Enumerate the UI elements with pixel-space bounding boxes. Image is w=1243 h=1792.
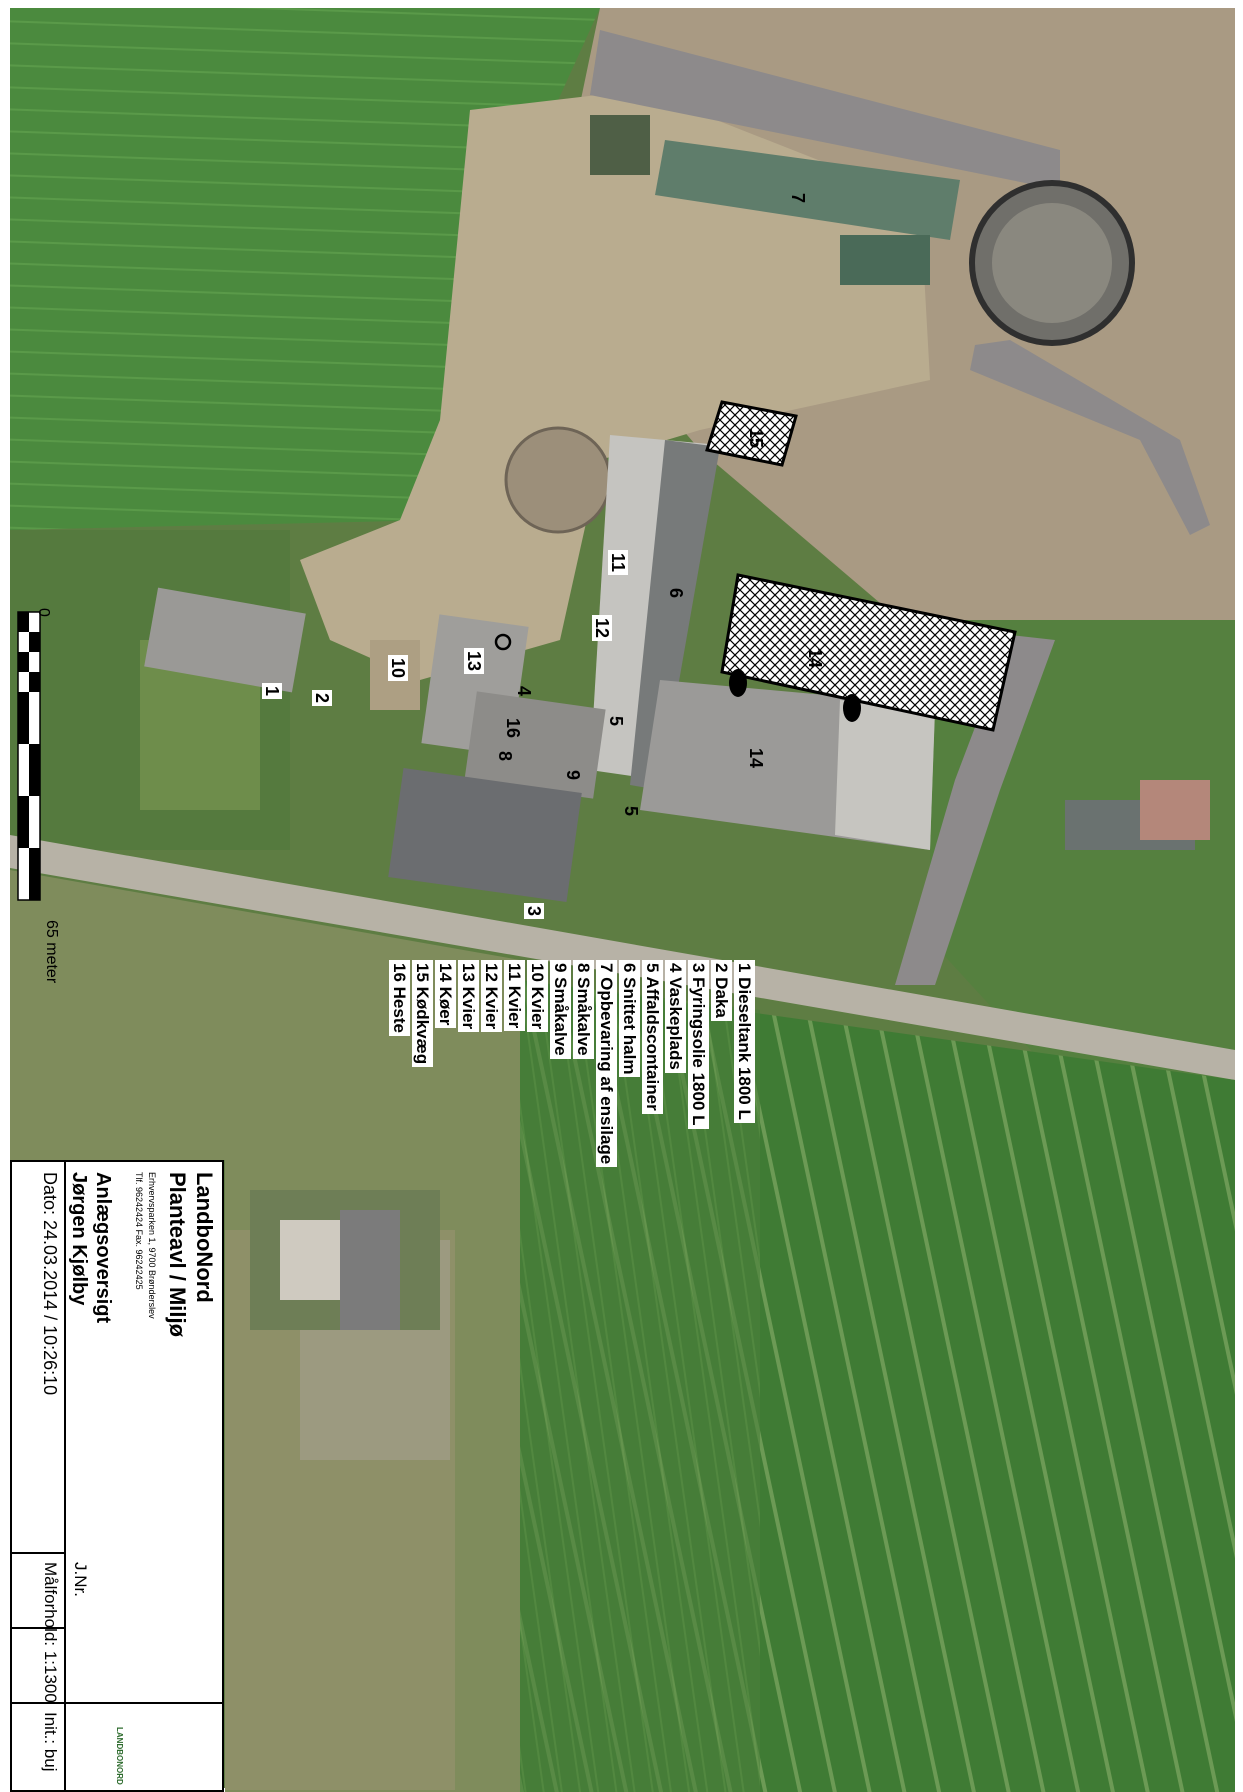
farmyard bbox=[300, 90, 930, 680]
map-label-2: 2 bbox=[312, 690, 332, 707]
legend-item: 4 Vaskeplads bbox=[665, 960, 686, 1073]
map-label-5b: 5 bbox=[621, 806, 641, 817]
slurry-tank-small bbox=[504, 426, 612, 534]
map-label-12: 12 bbox=[592, 615, 612, 642]
org-name: LandboNord bbox=[192, 1172, 217, 1303]
legend-item: 12 Kvier bbox=[481, 960, 502, 1033]
silage-bunker bbox=[655, 140, 960, 240]
scale-ratio: Målforhold: 1:1300 bbox=[41, 1562, 60, 1703]
jnr-label: J.Nr. bbox=[71, 1562, 90, 1597]
map-label-14-barn: 14 bbox=[746, 748, 766, 769]
title-block: LandboNord Planteavl / Miljø Erhvervspar… bbox=[10, 1160, 224, 1792]
map-label-8: 8 bbox=[495, 751, 515, 762]
legend-item: 9 Småkalve bbox=[550, 960, 571, 1059]
legend-item: 1 Dieseltank 1800 L bbox=[734, 960, 755, 1123]
address: Erhvervsparken 1, 9700 Brønderslev bbox=[147, 1172, 157, 1319]
legend-item: 2 Daka bbox=[711, 960, 732, 1021]
legend-item: 5 Affaldscontainer bbox=[642, 960, 663, 1114]
legend-item: 8 Småkalve bbox=[573, 960, 594, 1059]
phone: Tlf. 96242424 Fax. 96242425 bbox=[134, 1172, 144, 1290]
legend-item: 11 Kvier bbox=[504, 960, 525, 1032]
person-name: Jørgen Kjølby bbox=[68, 1172, 90, 1306]
map-label-6: 6 bbox=[666, 588, 686, 599]
gray-area-top bbox=[590, 30, 1060, 190]
legend: 1 Dieseltank 1800 L 2 Daka 3 Fyringsolie… bbox=[387, 960, 755, 1168]
road bbox=[10, 835, 1235, 1080]
map-label-14-hatched: 14 bbox=[805, 648, 825, 669]
initials: Init.: buj bbox=[41, 1712, 60, 1772]
date: Dato: 24.03.2014 / 10:26:10 bbox=[40, 1172, 60, 1396]
legend-item: 16 Heste bbox=[389, 960, 410, 1036]
map-label-10: 10 bbox=[388, 655, 408, 682]
legend-item: 10 Kvier bbox=[527, 960, 548, 1033]
field-northwest bbox=[10, 8, 600, 530]
map-label-13: 13 bbox=[464, 648, 484, 675]
planned-building-15 bbox=[705, 400, 798, 467]
legend-item: 7 Opbevaring af ensilage bbox=[596, 960, 617, 1168]
scale-label-end: 65 meter bbox=[43, 920, 60, 984]
map-title: Anlægsoversigt bbox=[92, 1172, 114, 1324]
legend-item: 3 Fyringsolie 1800 L bbox=[688, 960, 709, 1129]
legend-item: 15 Kødkvæg bbox=[412, 960, 433, 1068]
map-label-1: 1 bbox=[262, 683, 282, 700]
map-label-3: 3 bbox=[524, 903, 544, 920]
scale-label-start: 0 bbox=[35, 608, 52, 617]
department: Planteavl / Miljø bbox=[165, 1172, 190, 1338]
map-label-11: 11 bbox=[608, 550, 628, 576]
map-label-9: 9 bbox=[563, 770, 583, 781]
gray-area-ramp bbox=[970, 340, 1210, 535]
map-label-7: 7 bbox=[788, 193, 808, 204]
logo-text: LANDBONORD bbox=[115, 1727, 124, 1785]
map-label-4: 4 bbox=[514, 686, 534, 697]
scale-bar bbox=[17, 611, 41, 901]
gray-area-side bbox=[895, 635, 1055, 985]
map-label-5a: 5 bbox=[606, 716, 626, 727]
planned-building-14 bbox=[720, 573, 1017, 732]
legend-item: 6 Snittet halm bbox=[619, 960, 640, 1078]
map-label-15: 15 bbox=[746, 428, 766, 449]
legend-item: 13 Kvier bbox=[458, 960, 479, 1033]
map-label-16: 16 bbox=[503, 718, 523, 739]
legend-item: 14 Køer bbox=[435, 960, 456, 1029]
